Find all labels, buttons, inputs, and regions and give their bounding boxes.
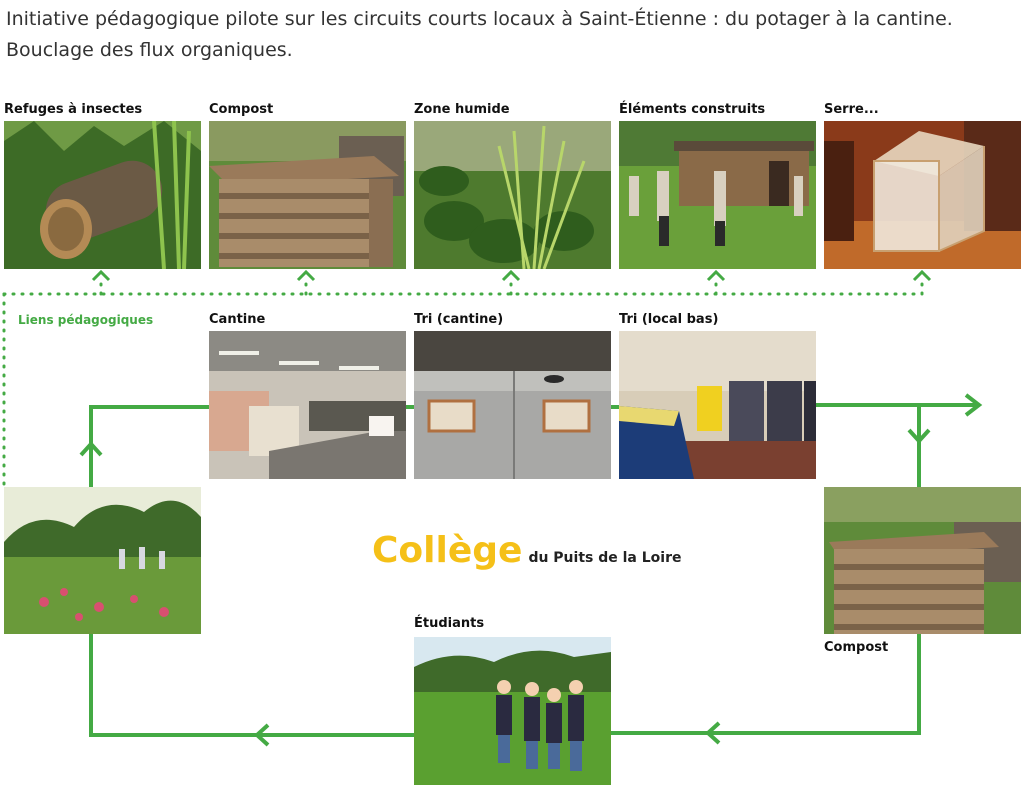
photo-compost-top (209, 121, 406, 269)
arrow-left-bottom-right (705, 721, 721, 745)
flow-students-to-garden (89, 634, 414, 737)
organic-flow-loop (89, 403, 978, 737)
pedagogic-arrows (91, 269, 932, 282)
arrow-up-left-branch (79, 441, 103, 457)
photo-cantine (209, 331, 406, 479)
caption-elements-construits: Éléments construits (619, 102, 766, 117)
photo-etudiants (414, 637, 611, 785)
arrow-up-elements (706, 269, 726, 282)
pedagogic-links-label: Liens pédagogiques (18, 313, 154, 327)
photo-refuges-insectes (4, 121, 201, 269)
photo-elements-construits (619, 121, 816, 269)
college-name: Collège (372, 530, 523, 571)
flow-garden-to-cantine (89, 405, 210, 487)
pedagogic-links (2, 278, 924, 490)
caption-cantine: Cantine (209, 312, 266, 327)
caption-compost-top: Compost (209, 102, 274, 117)
caption-compost-right: Compost (824, 640, 889, 655)
college-subtitle: du Puits de la Loire (528, 550, 682, 566)
caption-tri-cantine: Tri (cantine) (414, 312, 504, 327)
photo-compost-right (824, 487, 1021, 634)
arrow-up-zone-humide (501, 269, 521, 282)
arrow-up-serre (912, 269, 932, 282)
arrow-up-compost (296, 269, 316, 282)
college-title: Collège du Puits de la Loire (372, 530, 681, 571)
arrow-right-exit (964, 393, 983, 417)
flow-compost-to-students (610, 634, 921, 735)
photo-serre (824, 121, 1021, 269)
photo-jardin (4, 487, 201, 634)
photo-tri-local-bas (619, 331, 816, 479)
photo-tri-cantine (414, 331, 611, 479)
arrow-down-compost (907, 428, 931, 444)
arrow-up-refuges (91, 269, 111, 282)
page-header: Initiative pédagogique pilote sur les ci… (6, 4, 1016, 66)
caption-refuges: Refuges à insectes (4, 102, 143, 117)
caption-etudiants: Étudiants (414, 616, 485, 631)
flow-arrowheads (79, 393, 983, 747)
photo-zone-humide (414, 121, 611, 269)
caption-tri-local-bas: Tri (local bas) (619, 312, 719, 327)
caption-serre: Serre... (824, 102, 879, 117)
caption-zone-humide: Zone humide (414, 102, 510, 117)
header-line-2: Bouclage des flux organiques. (6, 39, 293, 61)
header-line-1: Initiative pédagogique pilote sur les ci… (6, 8, 953, 30)
arrow-left-bottom-left (254, 723, 270, 747)
